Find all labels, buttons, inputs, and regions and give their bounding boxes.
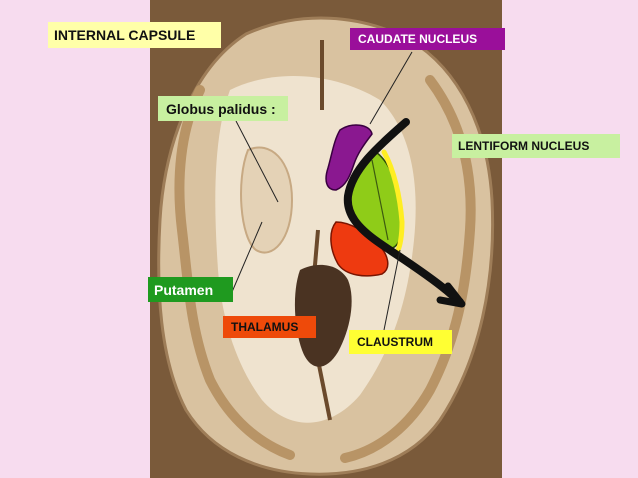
caudate-nucleus-region: [325, 124, 373, 191]
lentiform-internal-line: [371, 159, 389, 241]
leader-caudate: [369, 51, 413, 125]
label-claustrum: CLAUSTRUM: [349, 330, 452, 354]
label-putamen: Putamen: [148, 277, 233, 302]
leader-claustrum: [383, 249, 401, 331]
leader-putamen: [231, 221, 263, 293]
ventricle-region: [294, 264, 352, 367]
label-thalamus: THALAMUS: [223, 316, 316, 338]
internal-capsule-arrowhead: [436, 282, 466, 308]
label-internal-capsule: INTERNAL CAPSULE: [48, 22, 221, 48]
label-globus-pallidus: Globus palidus :: [158, 96, 288, 121]
leader-globus: [235, 120, 279, 203]
claustrum-line: [381, 149, 405, 253]
internal-capsule-arrow: [343, 118, 464, 306]
label-lentiform-nucleus: LENTIFORM NUCLEUS: [452, 134, 620, 158]
label-caudate-nucleus: CAUDATE NUCLEUS: [350, 28, 505, 50]
globus-pallidus-region: [240, 146, 294, 254]
